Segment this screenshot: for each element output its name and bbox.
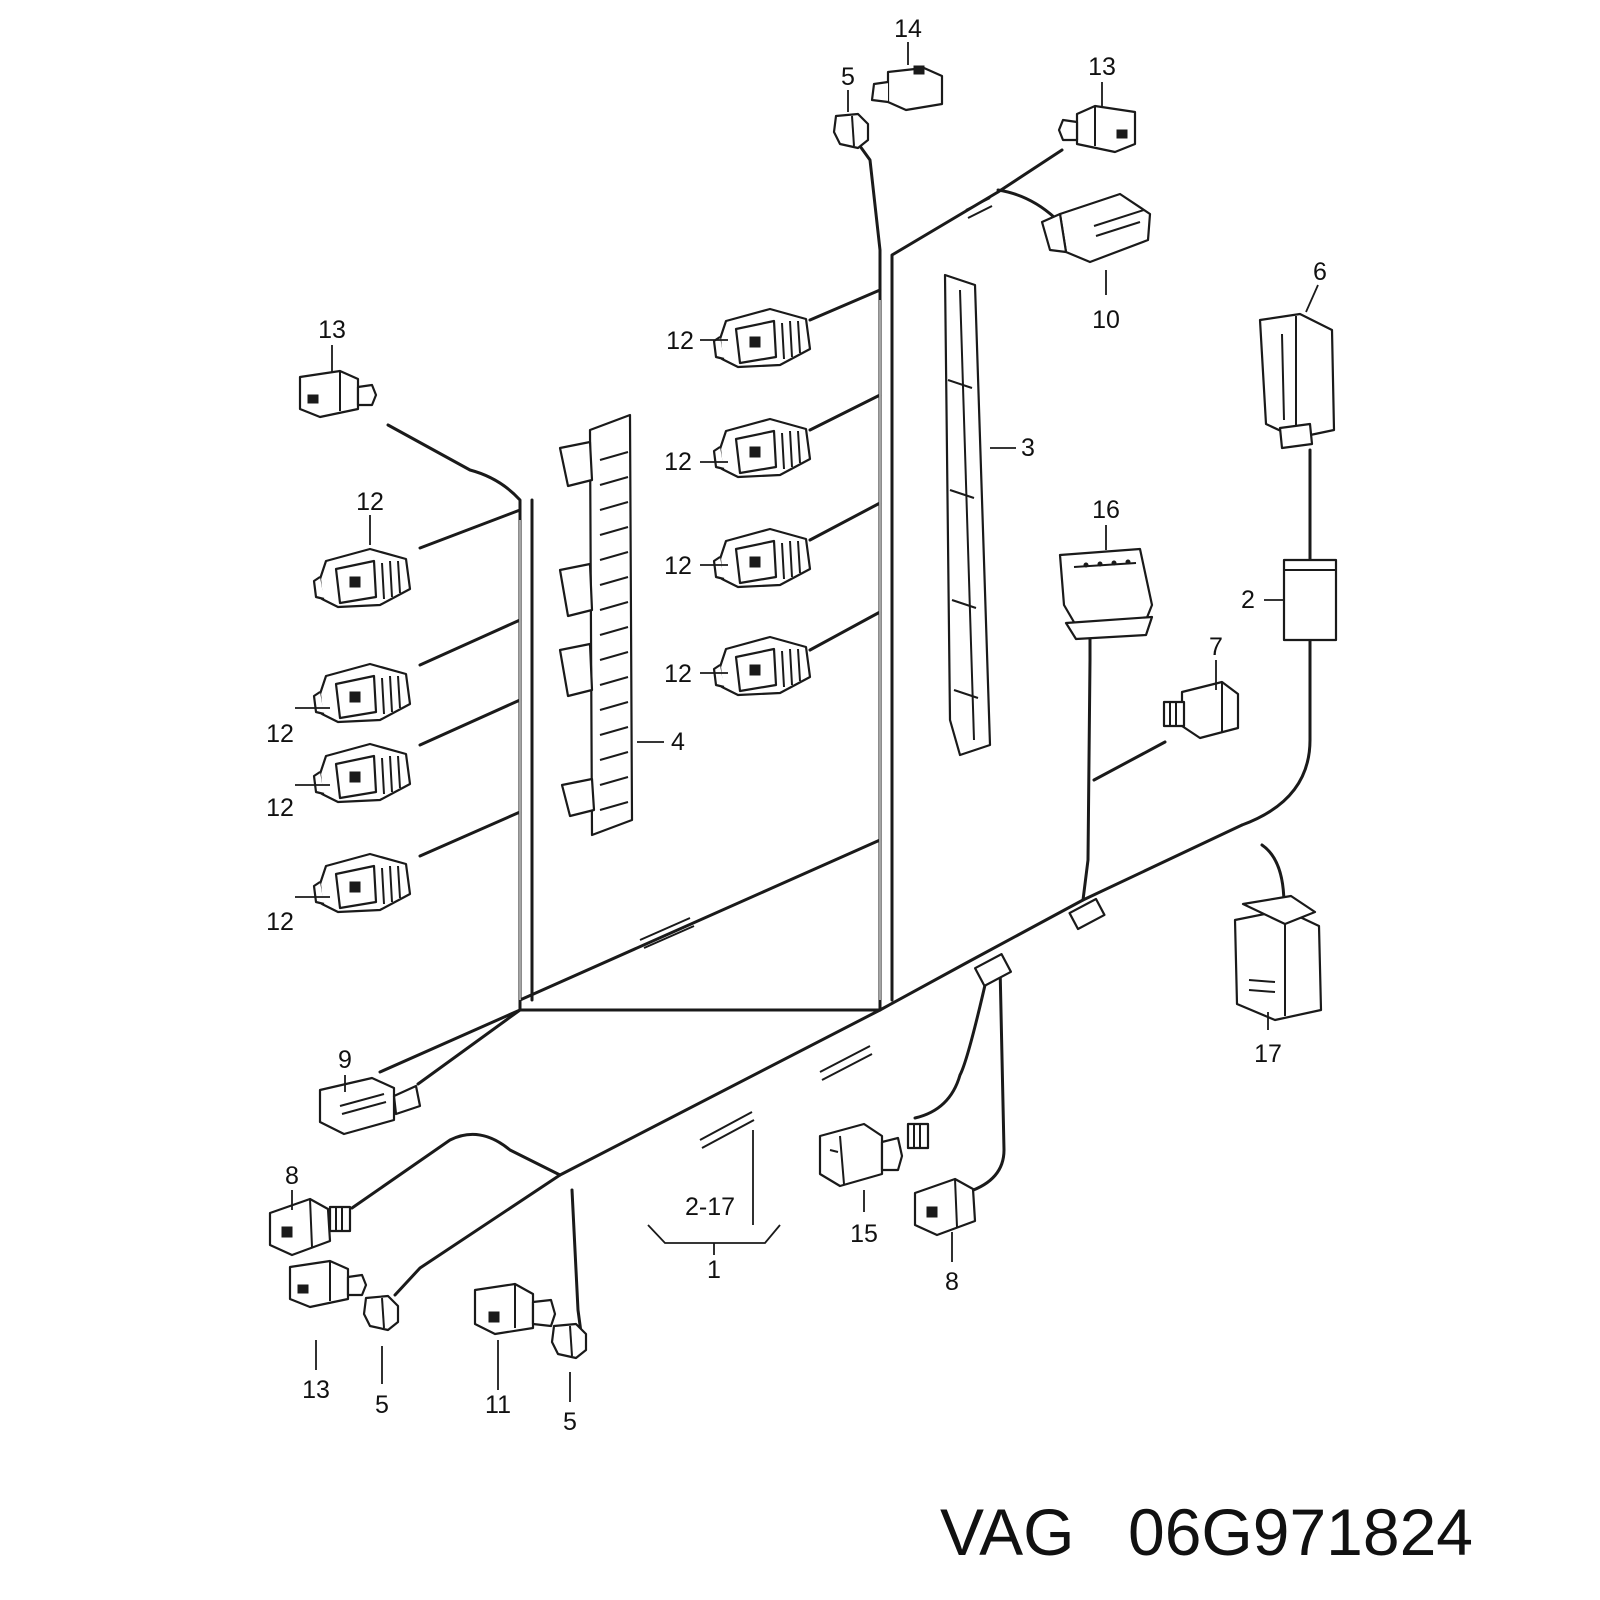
callout-12-r2: 12	[664, 448, 692, 476]
conduit-markers	[639, 197, 1106, 1149]
bracket-3	[943, 273, 992, 757]
callout-14: 14	[894, 15, 922, 43]
connector-13-bottom	[288, 1259, 368, 1309]
callout-5-top: 5	[841, 63, 855, 91]
connector-6	[1258, 312, 1336, 450]
connector-13-top	[1057, 104, 1137, 154]
callout-4: 4	[671, 728, 685, 756]
callout-2-17: 2-17	[685, 1193, 735, 1221]
callout-3: 3	[1021, 434, 1035, 462]
part-number: 06G971824	[1128, 1495, 1473, 1569]
callout-13-bottom: 13	[302, 1376, 330, 1404]
callout-12-l4: 12	[266, 908, 294, 936]
connector-15	[818, 1122, 930, 1188]
grommet-boot-5-top	[832, 112, 870, 150]
callout-12-l2: 12	[266, 720, 294, 748]
callout-8-right: 8	[945, 1268, 959, 1296]
callout-16: 16	[1092, 496, 1120, 524]
brand-label: VAG	[940, 1495, 1074, 1569]
sensor-11	[473, 1282, 557, 1336]
connector-9	[318, 1076, 422, 1136]
connector-8-right	[913, 1177, 977, 1237]
connector-17	[1233, 894, 1323, 1022]
callout-12-l3: 12	[266, 794, 294, 822]
connector-7	[1162, 680, 1240, 740]
injector-connector-12-l4	[312, 852, 412, 914]
injector-connector-12-r1	[712, 307, 812, 369]
connector-8-left	[268, 1197, 352, 1257]
callout-1: 1	[707, 1256, 721, 1284]
callout-7: 7	[1209, 633, 1223, 661]
callout-6: 6	[1313, 258, 1327, 286]
callout-13-top: 13	[1088, 53, 1116, 81]
wire-guide-4	[558, 413, 634, 837]
callout-13-left: 13	[318, 316, 346, 344]
sensor-connector-14	[870, 65, 944, 112]
harness-wires	[350, 133, 1312, 1342]
callout-9: 9	[338, 1046, 352, 1074]
callout-5-bottom-left: 5	[375, 1391, 389, 1419]
injector-connector-12-l3	[312, 742, 412, 804]
footer: VAG 06G971824	[940, 1495, 1473, 1569]
grommet-boot-5-bottom-middle	[550, 1322, 588, 1360]
injector-connector-12-r4	[712, 635, 812, 697]
callout-12-r3: 12	[664, 552, 692, 580]
injector-connector-12-r2	[712, 417, 812, 479]
callout-15: 15	[850, 1220, 878, 1248]
callout-10: 10	[1092, 306, 1120, 334]
connector-10	[1040, 192, 1152, 264]
grommet-boot-5-bottom-left	[362, 1294, 400, 1332]
callout-12-l1: 12	[356, 488, 384, 516]
callout-12-r4: 12	[664, 660, 692, 688]
callout-labels: 14 5 13 10 6 13 12 12 12 12 3 16 2 7 12 …	[266, 15, 1327, 1436]
callout-leaders	[291, 42, 1319, 1402]
callout-11: 11	[485, 1391, 511, 1419]
callout-5-bottom-middle: 5	[563, 1408, 577, 1436]
callout-8-left: 8	[285, 1162, 299, 1190]
injector-connector-12-r3	[712, 527, 812, 589]
callout-2: 2	[1241, 586, 1255, 614]
injector-connector-12-l1	[312, 547, 412, 609]
injector-connector-12-l2	[312, 662, 412, 724]
callout-12-r1: 12	[666, 327, 694, 355]
callout-17: 17	[1254, 1040, 1282, 1068]
grommet-2	[1282, 558, 1338, 642]
connector-16	[1058, 547, 1154, 641]
connector-13-left	[298, 369, 378, 419]
